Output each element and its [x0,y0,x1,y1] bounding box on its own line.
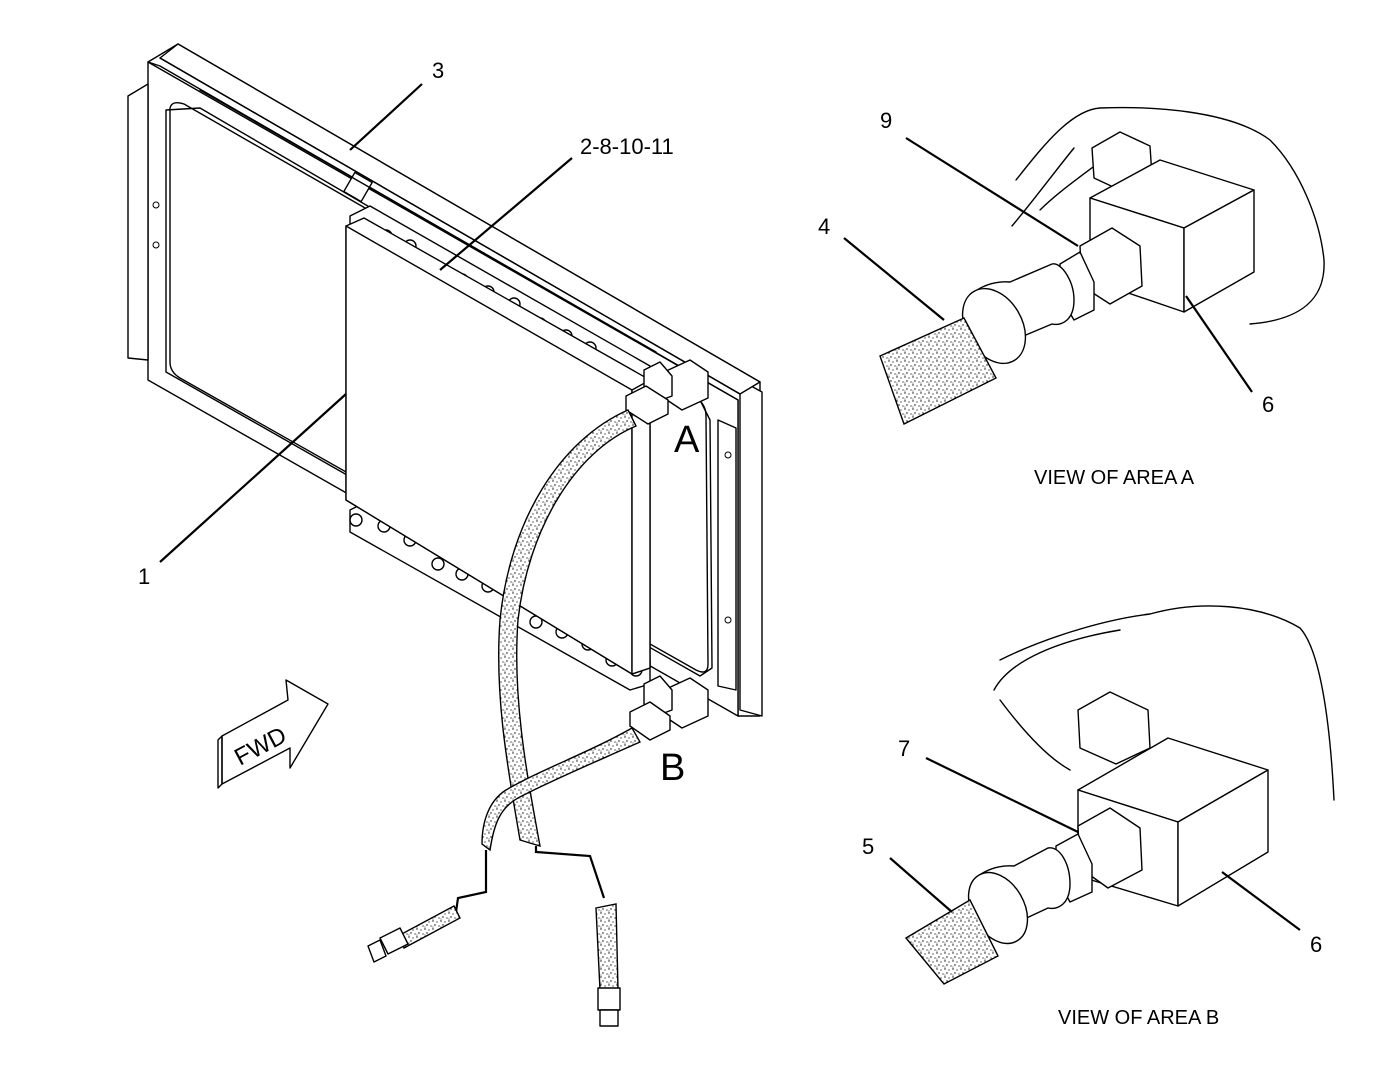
leader-item-1 [159,393,347,563]
callout-item-7: 7 [898,736,910,761]
area-b-marker: B [660,747,685,789]
forward-arrow-icon: FWD [217,679,329,789]
leader-item-4 [843,237,945,321]
top-rail [159,43,761,395]
leader-item-3 [349,83,423,151]
hose-5 [481,727,641,852]
view-area-a [879,106,1325,425]
elbow-fitting-a [625,359,709,425]
leader-items-2-8-10-11 [439,157,573,271]
elbow-fitting-b [629,675,709,741]
area-a-marker: A [674,419,700,461]
view-area-b [904,605,1335,985]
callout-item-4: 4 [818,214,830,239]
callout-items-2-8-10-11: 2-8-10-11 [580,134,674,159]
leader-item-7 [925,757,1079,833]
hose-4 [498,409,637,847]
filter-unit [345,217,651,675]
leader-item-6-b [1221,871,1301,931]
view-area-b-caption: VIEW OF AREA B [1058,1007,1219,1029]
callout-item-6-b: 6 [1310,932,1322,957]
hose-end-left [367,905,461,963]
hose-break-lines [454,846,606,913]
leader-item-6-a [1185,295,1253,393]
callout-item-1: 1 [138,564,150,589]
callout-item-6-a: 6 [1262,392,1274,417]
callout-item-9: 9 [880,108,892,133]
leader-item-5 [889,857,953,913]
hose-end-right [595,903,621,1027]
callout-item-5: 5 [862,834,874,859]
callout-item-3: 3 [432,58,444,83]
view-area-a-caption: VIEW OF AREA A [1034,467,1195,489]
leader-item-9 [905,137,1079,247]
